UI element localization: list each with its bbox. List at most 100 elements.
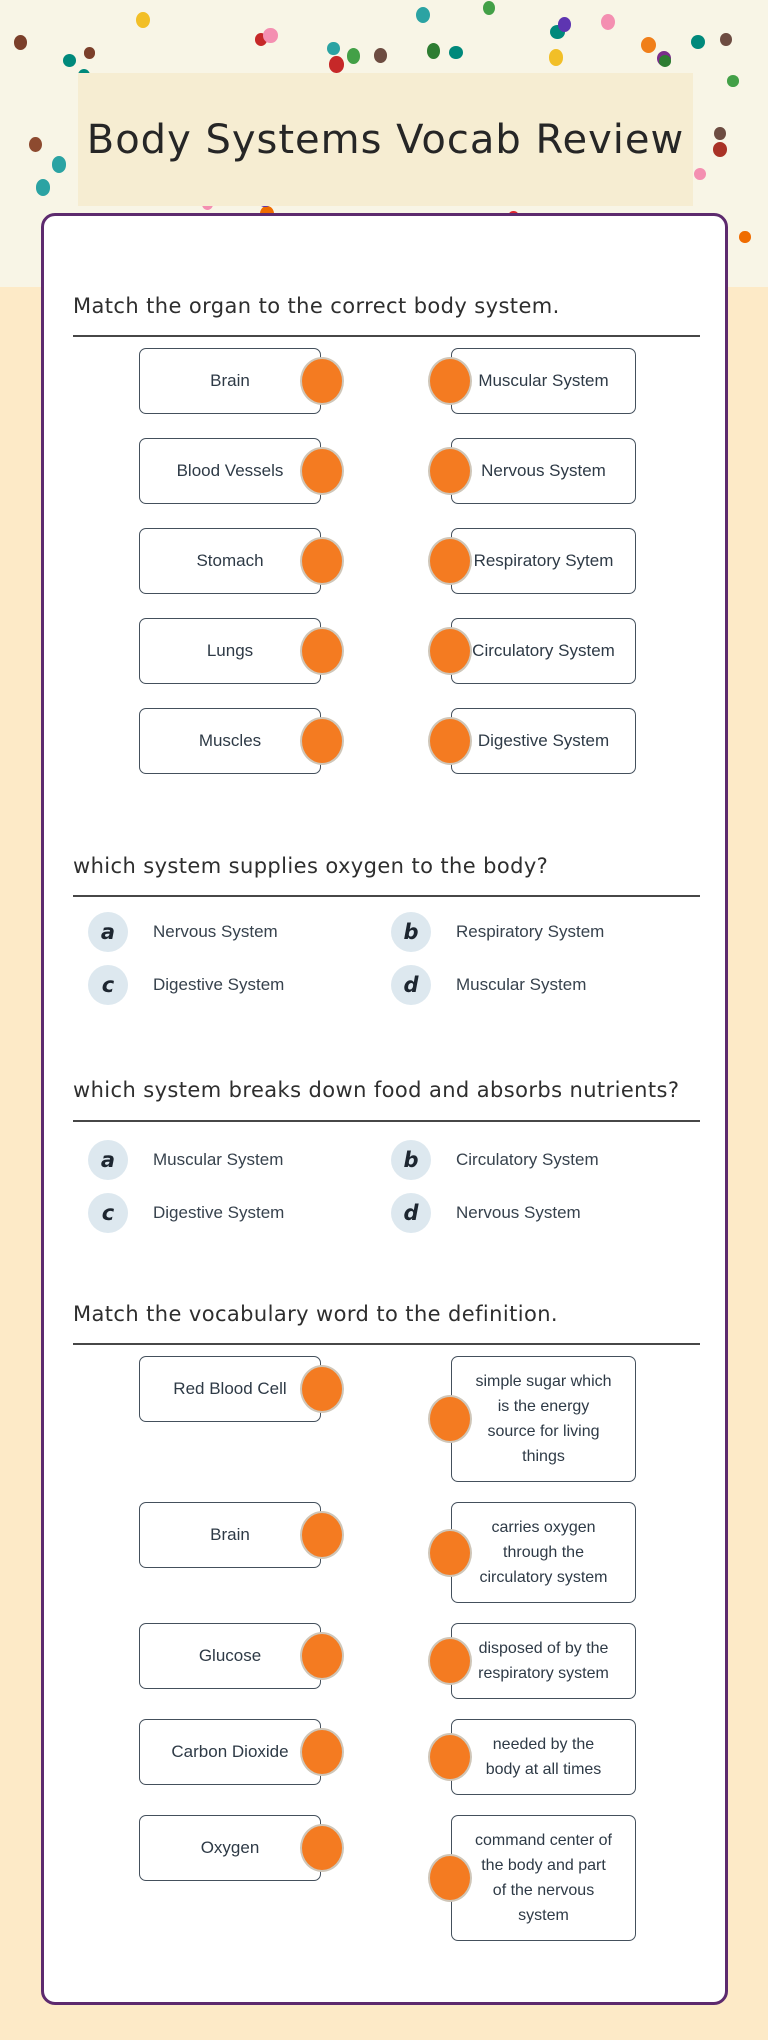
confetti-dot — [483, 0, 496, 15]
match-left-label: Lungs — [206, 641, 254, 660]
divider — [73, 335, 700, 337]
connector-dot-icon[interactable] — [300, 1824, 344, 1872]
confetti-dot — [135, 11, 150, 28]
confetti-dot — [712, 142, 728, 158]
connector-dot-icon[interactable] — [428, 1528, 472, 1577]
confetti-dot — [326, 41, 340, 56]
connector-dot-icon[interactable] — [428, 1637, 472, 1685]
connector-dot-icon[interactable] — [300, 1632, 344, 1680]
match-right-item[interactable]: needed by the body at all times — [428, 1719, 636, 1795]
connector-dot-icon[interactable] — [300, 537, 344, 585]
confetti-dot — [28, 136, 43, 153]
confetti-dot — [727, 75, 740, 88]
match-left-label: Muscles — [198, 731, 262, 750]
question-prompt-food: which system breaks down food and absorb… — [73, 1078, 680, 1102]
match-row: Brain carries oxygen through the circula… — [139, 1502, 636, 1603]
match-left-item[interactable]: Muscles — [139, 708, 344, 774]
answer-option-d[interactable]: d Muscular System — [391, 964, 688, 1006]
match-right-item[interactable]: Nervous System — [428, 438, 636, 504]
definition-text: needed by the body at all times — [485, 1736, 602, 1778]
match-left-label: Brain — [210, 371, 250, 390]
confetti-dot — [600, 13, 616, 31]
connector-dot-icon[interactable] — [300, 1365, 344, 1413]
option-label: Nervous System — [153, 922, 278, 941]
connector-dot-icon[interactable] — [428, 537, 472, 585]
match-right-item[interactable]: carries oxygen through the circulatory s… — [428, 1502, 636, 1603]
confetti-dot — [549, 49, 564, 66]
confetti-dot — [63, 54, 77, 68]
match-right-item[interactable]: Digestive System — [428, 708, 636, 774]
match-right-label: Digestive System — [477, 731, 610, 750]
option-letter: d — [391, 965, 431, 1005]
match-left-item[interactable]: Lungs — [139, 618, 344, 684]
match-left-label: Stomach — [196, 551, 264, 570]
divider — [73, 1120, 700, 1122]
connector-dot-icon[interactable] — [300, 447, 344, 495]
match-vocab-rows: Red Blood Cell simple sugar which is the… — [139, 1356, 636, 1941]
match-organs-rows: Brain Muscular System Blood Vessels Nerv… — [139, 348, 636, 774]
connector-dot-icon[interactable] — [428, 357, 472, 405]
worksheet-card: Match the organ to the correct body syst… — [41, 213, 728, 2005]
question-prompt-oxygen: which system supplies oxygen to the body… — [73, 854, 549, 878]
match-right-item[interactable]: disposed of by the respiratory system — [428, 1623, 636, 1699]
connector-dot-icon[interactable] — [428, 717, 472, 765]
answer-option-c[interactable]: c Digestive System — [88, 1192, 391, 1234]
confetti-dot — [714, 126, 727, 141]
match-left-item[interactable]: Stomach — [139, 528, 344, 594]
match-left-item[interactable]: Brain — [139, 1502, 344, 1568]
connector-dot-icon[interactable] — [428, 1854, 472, 1902]
confetti-dot — [719, 32, 732, 47]
confetti-dot — [35, 179, 51, 197]
question-prompt-match-organs: Match the organ to the correct body syst… — [73, 294, 560, 318]
option-letter: a — [88, 1140, 128, 1180]
option-label: Digestive System — [153, 1203, 285, 1222]
match-left-item[interactable]: Blood Vessels — [139, 438, 344, 504]
match-row: Lungs Circulatory System — [139, 618, 636, 684]
match-left-item[interactable]: Oxygen — [139, 1815, 344, 1881]
option-letter: b — [391, 912, 431, 952]
option-label: Muscular System — [456, 975, 587, 994]
match-left-item[interactable]: Carbon Dioxide — [139, 1719, 344, 1785]
confetti-dot — [84, 47, 96, 59]
match-right-item[interactable]: command center of the body and part of t… — [428, 1815, 636, 1941]
confetti-dot — [427, 42, 441, 59]
match-right-item[interactable]: Muscular System — [428, 348, 636, 414]
match-left-item[interactable]: Red Blood Cell — [139, 1356, 344, 1422]
answer-option-b[interactable]: b Respiratory System — [391, 911, 688, 953]
match-row: Stomach Respiratory Sytem — [139, 528, 636, 594]
option-label: Nervous System — [456, 1203, 581, 1222]
connector-dot-icon[interactable] — [428, 1733, 472, 1781]
match-left-label: Oxygen — [200, 1838, 260, 1857]
match-row: Brain Muscular System — [139, 348, 636, 414]
question-prompt-match-vocab: Match the vocabulary word to the definit… — [73, 1302, 558, 1326]
match-right-item[interactable]: Respiratory Sytem — [428, 528, 636, 594]
match-right-label: Circulatory System — [472, 641, 615, 660]
divider — [73, 895, 700, 897]
confetti-dot — [52, 156, 67, 173]
confetti-dot — [694, 167, 707, 180]
confetti-dot — [658, 54, 672, 67]
option-letter: c — [88, 1193, 128, 1233]
match-right-item[interactable]: simple sugar which is the energy source … — [428, 1356, 636, 1482]
connector-dot-icon[interactable] — [300, 717, 344, 765]
match-left-item[interactable]: Brain — [139, 348, 344, 414]
connector-dot-icon[interactable] — [428, 1395, 472, 1443]
connector-dot-icon[interactable] — [300, 1511, 344, 1559]
option-label: Respiratory System — [456, 922, 605, 941]
connector-dot-icon[interactable] — [300, 627, 344, 675]
answer-option-a[interactable]: a Nervous System — [88, 911, 391, 953]
connector-dot-icon[interactable] — [300, 357, 344, 405]
connector-dot-icon[interactable] — [428, 627, 472, 675]
connector-dot-icon[interactable] — [428, 447, 472, 495]
match-left-item[interactable]: Glucose — [139, 1623, 344, 1689]
option-letter: a — [88, 912, 128, 952]
match-left-label: Brain — [210, 1525, 250, 1544]
connector-dot-icon[interactable] — [300, 1728, 344, 1776]
match-right-item[interactable]: Circulatory System — [428, 618, 636, 684]
